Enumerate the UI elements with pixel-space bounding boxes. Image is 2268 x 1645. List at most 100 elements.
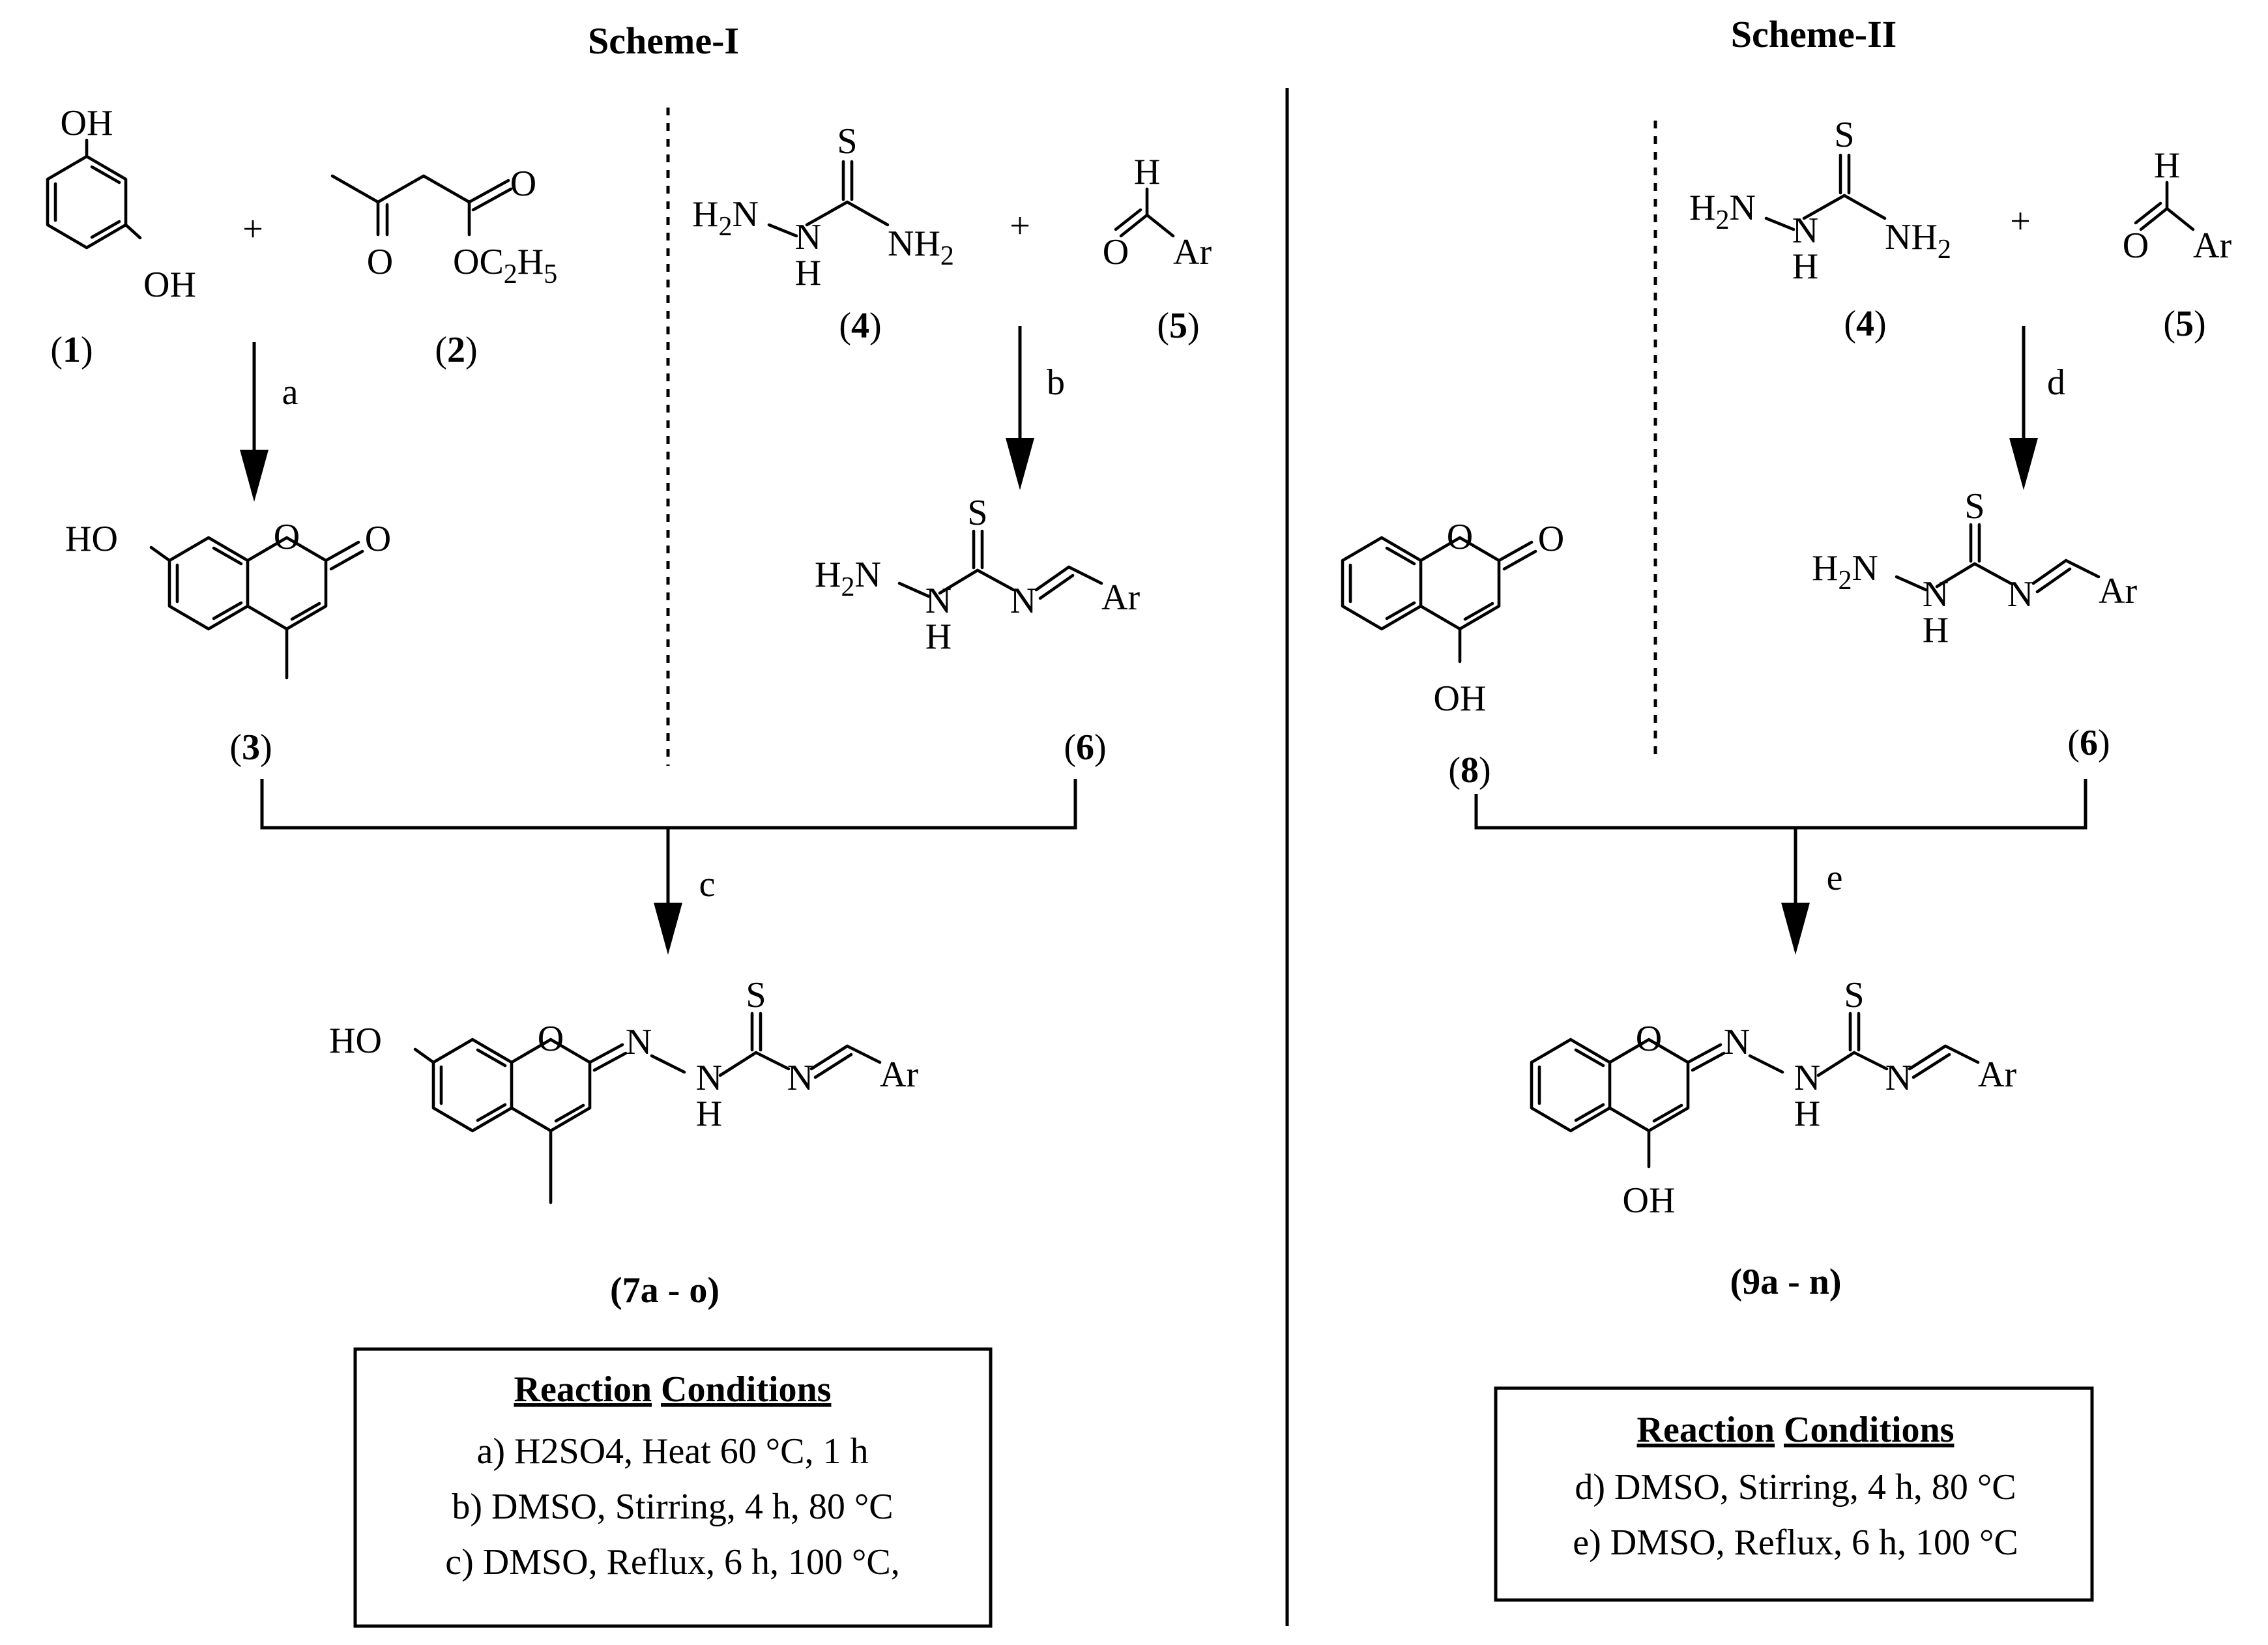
plus-sign: + — [2010, 201, 2031, 242]
conditions-heading: Reaction Conditions — [1637, 1410, 1955, 1450]
atom-oh: OH — [143, 265, 196, 305]
atom-o: O — [1103, 232, 1129, 272]
atom-nh: N — [925, 581, 952, 621]
product-7-coumarin-thiosemicarbazone: O HO N N H S N Ar — [329, 975, 918, 1204]
plus-sign: + — [242, 209, 263, 250]
plus-sign: + — [1010, 206, 1030, 246]
atom-o: O — [538, 1019, 564, 1059]
condition-line-c: c) DMSO, Reflux, 6 h, 100 °C, — [445, 1542, 899, 1582]
arrow-e-head — [1781, 903, 1810, 955]
atom-h2n: H2N — [692, 194, 759, 242]
atom-oc2h5: OC2H5 — [453, 242, 557, 289]
atom-nh: N — [1794, 1058, 1820, 1098]
atom-ar: Ar — [2099, 571, 2137, 611]
scheme-2-title: Scheme-II — [1731, 13, 1897, 55]
compound-4-thiosemicarbazide: S H2N N H NH2 — [1689, 115, 1951, 287]
atom-nh: N — [1923, 574, 1949, 615]
compound-6-thiosemicarbazone: S H2N N H N Ar — [1812, 486, 2137, 650]
compound-4-thiosemicarbazide: S H2N N H NH2 — [692, 121, 954, 293]
atom-n: N — [1885, 1058, 1912, 1098]
atom-o: O — [1447, 517, 1473, 557]
atom-s: S — [1834, 115, 1854, 155]
step-label-c: c — [699, 864, 716, 905]
atom-oh: OH — [1623, 1180, 1676, 1221]
atom-h2n: H2N — [1812, 548, 1878, 596]
atom-o: O — [510, 164, 536, 204]
atom-s: S — [1844, 975, 1864, 1015]
atom-s: S — [746, 975, 766, 1015]
condition-line-a: a) H2SO4, Heat 60 °C, 1 h — [477, 1431, 869, 1472]
compound-label-4: (4) — [1844, 304, 1886, 344]
atom-n: N — [1010, 581, 1036, 621]
compound-label-1: (1) — [50, 330, 93, 370]
compound-8-hydroxycoumarin: O O OH — [1341, 517, 1564, 719]
atom-nh: N — [1792, 211, 1818, 251]
atom-h: H — [696, 1094, 722, 1134]
atom-o: O — [1636, 1019, 1662, 1059]
atom-h: H — [1134, 152, 1160, 192]
bracket-8-6 — [1474, 779, 2087, 830]
atom-h: H — [925, 617, 952, 657]
conditions-heading: Reaction Conditions — [514, 1369, 832, 1410]
atom-ar: Ar — [1101, 577, 1140, 618]
compound-label-6: (6) — [2067, 723, 2110, 763]
product-label-7: (7a - o) — [610, 1270, 720, 1311]
atom-o: O — [365, 519, 391, 559]
bracket-3-6 — [260, 779, 1077, 830]
atom-h: H — [795, 253, 821, 293]
atom-nh2: NH2 — [888, 224, 954, 271]
compound-label-3: (3) — [229, 727, 272, 768]
compound-5-aryl-aldehyde: H O Ar — [2123, 145, 2232, 266]
atom-ho: HO — [329, 1021, 382, 1061]
reaction-conditions-box-1: Reaction Conditions a) H2SO4, Heat 60 °C… — [353, 1347, 993, 1628]
atom-ar: Ar — [1978, 1055, 2016, 1095]
step-label-d: d — [2047, 362, 2065, 403]
product-9-coumarin-thiosemicarbazone: O OH N N H S N Ar — [1530, 975, 2016, 1221]
condition-line-d: d) DMSO, Stirring, 4 h, 80 °C — [1575, 1467, 2016, 1507]
scheme-1-title: Scheme-I — [588, 20, 739, 62]
step-label-b: b — [1047, 362, 1065, 403]
atom-n: N — [626, 1022, 652, 1062]
atom-nh: N — [795, 217, 821, 257]
compound-label-2: (2) — [435, 330, 477, 370]
reaction-conditions-box-2: Reaction Conditions d) DMSO, Stirring, 4… — [1494, 1386, 2094, 1602]
atom-nh: N — [696, 1058, 722, 1098]
atom-n: N — [1724, 1022, 1750, 1062]
compound-3-hydroxycoumarin: O O HO — [65, 517, 391, 680]
atom-oh: OH — [1434, 678, 1487, 719]
atom-n: N — [2007, 574, 2033, 615]
compound-label-5: (5) — [1157, 306, 1199, 346]
arrow-d-head — [2009, 438, 2038, 490]
atom-s: S — [837, 121, 857, 162]
atom-nh2: NH2 — [1885, 217, 1951, 265]
compound-1-resorcinol: OH OH — [46, 103, 196, 305]
arrow-c-head — [654, 903, 682, 955]
atom-h: H — [1792, 246, 1818, 287]
compound-label-4: (4) — [839, 306, 881, 346]
atom-o: O — [274, 517, 300, 557]
compound-label-5: (5) — [2163, 304, 2205, 344]
atom-ar: Ar — [2193, 226, 2232, 266]
product-label-9: (9a - n) — [1730, 1262, 1841, 1302]
atom-h2n: H2N — [1689, 188, 1756, 235]
compound-label-8: (8) — [1448, 750, 1490, 791]
atom-s: S — [1964, 486, 1984, 527]
step-label-e: e — [1827, 858, 1843, 898]
compound-label-6: (6) — [1064, 727, 1106, 768]
atom-h: H — [1923, 610, 1949, 650]
compound-6-thiosemicarbazone: S H2N N H N Ar — [815, 493, 1140, 657]
atom-h: H — [2154, 145, 2180, 186]
condition-line-b: b) DMSO, Stirring, 4 h, 80 °C — [452, 1487, 893, 1527]
atom-s: S — [967, 493, 987, 533]
atom-h: H — [1794, 1094, 1820, 1134]
atom-o: O — [1538, 519, 1564, 559]
atom-ar: Ar — [880, 1055, 918, 1095]
step-label-a: a — [282, 372, 298, 413]
condition-line-e: e) DMSO, Reflux, 6 h, 100 °C — [1573, 1522, 2018, 1563]
compound-2-ethyl-acetoacetate: O O OC2H5 — [330, 164, 557, 289]
compound-5-aryl-aldehyde: H O Ar — [1103, 152, 1212, 272]
atom-o: O — [367, 242, 393, 282]
arrow-a-head — [240, 450, 269, 502]
atom-h2n: H2N — [815, 555, 881, 602]
